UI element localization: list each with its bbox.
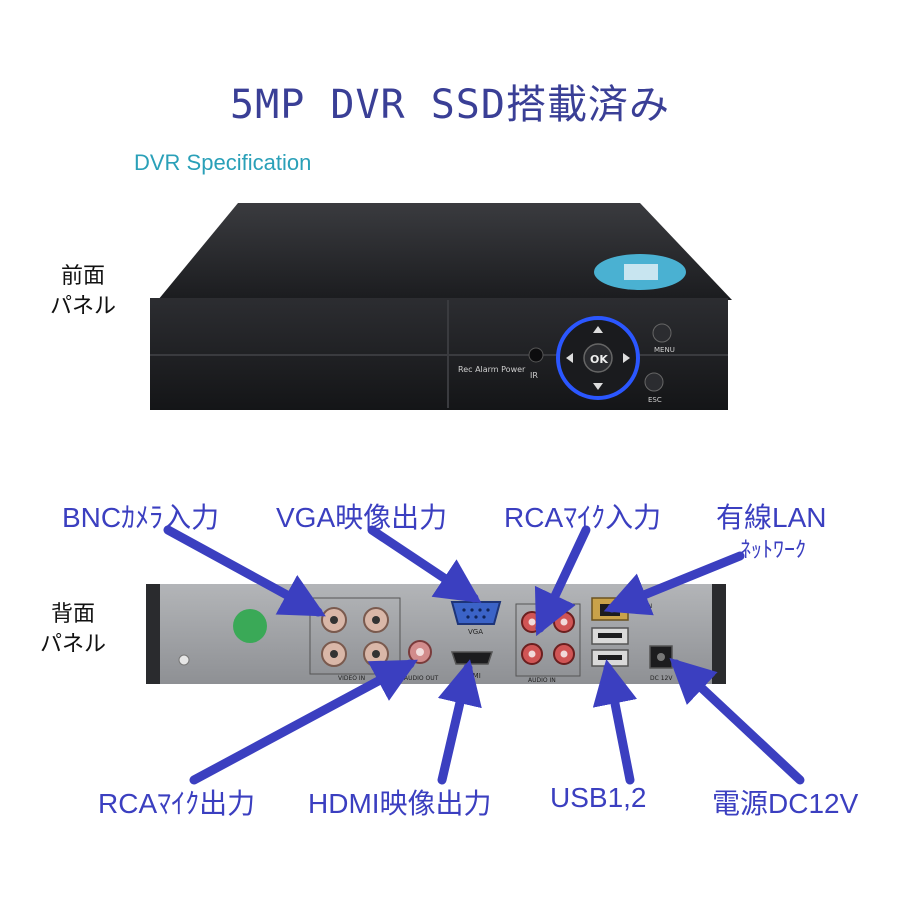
nav-left-arrow-icon[interactable] xyxy=(566,353,573,363)
bnc-connector[interactable] xyxy=(363,641,389,667)
dc-power-jack[interactable] xyxy=(649,645,673,669)
callout-usb: USB1,2 xyxy=(550,782,647,813)
rear-panel-label: 背面 パネル xyxy=(28,600,118,660)
nav-down-arrow-icon[interactable] xyxy=(593,383,603,390)
vga-label: VGA xyxy=(468,628,483,636)
arrow-vga xyxy=(367,525,482,603)
callout-vga: VGA映像出力 xyxy=(276,502,448,533)
bnc-connector[interactable] xyxy=(321,607,347,633)
ground-screw xyxy=(178,654,190,666)
callout-rca-in: RCAﾏｲｸ入力 xyxy=(504,502,662,533)
esc-button[interactable] xyxy=(644,372,664,392)
page-title: 5MP DVR SSD搭載済み xyxy=(230,82,670,128)
audio-out-label: AUDIO OUT xyxy=(404,675,439,682)
rca-audio-in-port[interactable] xyxy=(553,643,575,665)
front-panel-label: 前面 パネル xyxy=(38,262,128,322)
rca-audio-in-port[interactable] xyxy=(521,643,543,665)
dvr-top-surface xyxy=(158,203,732,300)
front-dvr-unit: Rec Alarm Power IR OK MENU ESC xyxy=(150,203,732,410)
page-subtitle: DVR Specification xyxy=(134,150,312,175)
callout-lan: 有線LAN xyxy=(716,502,827,533)
vga-port[interactable] xyxy=(450,601,502,625)
ok-label: OK xyxy=(590,353,608,366)
usb-port[interactable] xyxy=(591,627,629,645)
bnc-connector[interactable] xyxy=(363,607,389,633)
callout-power: 電源DC12V xyxy=(712,788,859,819)
rear-left-flange xyxy=(146,584,160,684)
nav-right-arrow-icon[interactable] xyxy=(623,353,630,363)
usb-port[interactable] xyxy=(591,649,629,667)
arrow-power xyxy=(669,657,805,785)
dc-label: DC 12V xyxy=(650,675,673,682)
front-panel-label-line2: パネル xyxy=(49,294,116,319)
bnc-group-frame xyxy=(309,597,401,675)
callout-rca-out: RCAﾏｲｸ出力 xyxy=(98,788,256,819)
rear-panel-label-line2: パネル xyxy=(39,632,106,657)
front-indicator-labels: Rec Alarm Power xyxy=(458,365,526,374)
callout-bnc: BNCｶﾒﾗ入力 xyxy=(62,502,220,533)
callout-arrows xyxy=(163,525,805,785)
rca-audio-out-port[interactable] xyxy=(408,640,432,664)
audio-in-label: AUDIO IN xyxy=(528,677,556,684)
video-in-label: VIDEO IN xyxy=(338,675,365,682)
esc-label: ESC xyxy=(648,396,662,404)
lan-label: LAN xyxy=(640,603,652,610)
menu-button[interactable] xyxy=(652,323,672,343)
ok-button[interactable] xyxy=(583,343,613,373)
arrow-bnc xyxy=(163,525,326,617)
nav-up-arrow-icon[interactable] xyxy=(593,326,603,333)
arrow-usb xyxy=(592,659,638,785)
dvr-sticker xyxy=(594,254,686,290)
rear-right-flange xyxy=(712,584,726,684)
rear-panel-label-line1: 背面 xyxy=(50,602,95,627)
arrow-lan xyxy=(603,551,745,616)
ir-sensor xyxy=(528,347,544,363)
bnc-connector[interactable] xyxy=(321,641,347,667)
callout-hdmi: HDMI映像出力 xyxy=(308,788,492,819)
arrow-rca-in xyxy=(534,525,591,637)
ir-label: IR xyxy=(530,371,538,380)
rca-audio-in-port[interactable] xyxy=(553,611,575,633)
arrow-hdmi xyxy=(437,659,482,785)
hdmi-port[interactable] xyxy=(450,651,494,665)
ground-sticker xyxy=(233,609,267,643)
callout-lan-network: ﾈｯﾄﾜｰｸ xyxy=(740,537,807,562)
arrow-rca-out xyxy=(189,659,418,785)
menu-label: MENU xyxy=(654,346,675,354)
front-panel-label-line1: 前面 xyxy=(60,264,105,289)
